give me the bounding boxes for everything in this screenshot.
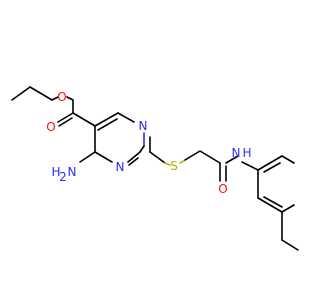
- amine-h-label: H: [51, 165, 60, 179]
- ring-nitrogen-top: N: [139, 119, 148, 133]
- ester-oxygen-single: O: [57, 90, 66, 104]
- amino-group: H 2 N: [51, 165, 76, 184]
- molecule-structure: O O N N H 2 N S: [11, 86, 299, 251]
- ethyl-substituent: [281, 211, 299, 251]
- amide-n-label: N: [232, 146, 241, 160]
- ring-nitrogen-bottom: N: [116, 160, 125, 174]
- phenyl-ring: [257, 155, 295, 213]
- ester-oxygen-double: O: [46, 120, 55, 134]
- amide-h-label: H: [242, 146, 251, 160]
- pyrimidine-ring: [94, 112, 151, 166]
- amine-n-label: N: [68, 165, 77, 179]
- sulfur-atom: S: [170, 159, 178, 173]
- amine-subscript: 2: [59, 170, 67, 184]
- amide-oxygen: O: [218, 182, 227, 196]
- ethyl-ester-chain: [11, 86, 59, 101]
